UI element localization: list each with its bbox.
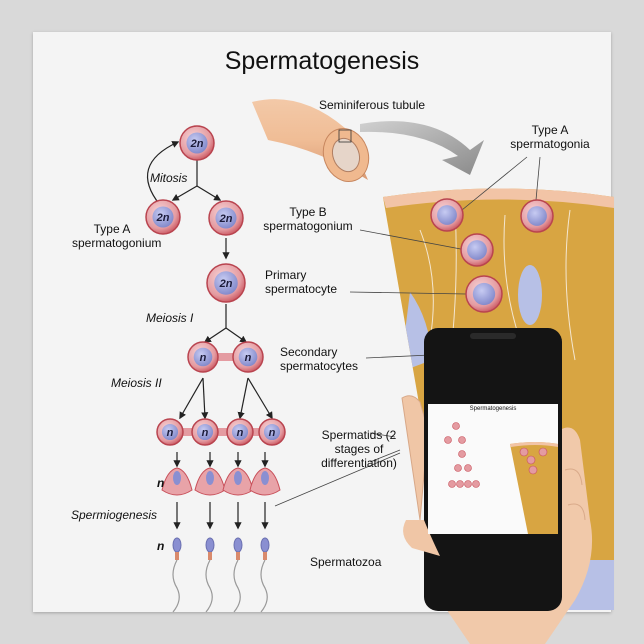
label-spermatozoa: Spermatozoa [310, 555, 382, 569]
mini-cell [464, 480, 472, 488]
phone-screen: Spermatogenesis [428, 404, 558, 534]
spermatid-cell-ploidy: n [202, 427, 209, 439]
mini-cell [456, 480, 464, 488]
mini-cell [444, 436, 452, 444]
spermatozoon-midpiece [175, 552, 179, 560]
spermatid-nucleus [173, 471, 181, 485]
spermatid-cell-ploidy: n [237, 427, 244, 439]
ploidy-label-spermatids: n [157, 476, 165, 490]
zoom-box [338, 129, 352, 143]
spermatid-cell: n [226, 418, 254, 446]
mini-cell [454, 464, 462, 472]
tissue-type-a-cell [520, 199, 554, 233]
spermatid-cell: n [258, 418, 286, 446]
spermatid-cell-ploidy: n [167, 427, 174, 439]
secondary-spermatocyte-cell-ploidy: n [245, 352, 252, 364]
label-type-a-spermatogonia: Type A spermatogonia [510, 123, 590, 151]
spermatid-cell-ploidy: n [269, 427, 276, 439]
label-primary-spermatocyte: Primary spermatocyte [265, 268, 338, 296]
spermatid-cell: n [191, 418, 219, 446]
type-a-stem-cell-ploidy: 2n [190, 138, 204, 150]
mitosis-arrows [146, 141, 273, 420]
seminiferous-tubule [252, 99, 370, 182]
mini-cell [472, 480, 480, 488]
label-seminiferous-tubule: Seminiferous tubule [319, 98, 426, 112]
type-b-precursor-cell: 2n [208, 200, 244, 236]
primary-spermatocyte-cell-ploidy: 2n [219, 278, 233, 290]
spermatozoon-midpiece [236, 552, 240, 560]
type-a-spermatogonium-cell-ploidy: 2n [156, 212, 170, 224]
label-mitosis: Mitosis [150, 171, 188, 185]
spermatozoon-tail [172, 559, 180, 613]
spermatid-nucleus [261, 471, 269, 485]
label-type-a-spermatogonium: Type A spermatogonium [72, 222, 162, 250]
basement-membrane [383, 188, 614, 208]
tubule-cross-section [331, 137, 361, 173]
mini-cell [458, 450, 466, 458]
mini-cell [448, 480, 456, 488]
poster-title: Spermatogenesis [224, 47, 420, 75]
label-spermatids: Spermatids (2 stages of differentiation) [321, 428, 397, 470]
label-secondary-spermatocytes: Secondary spermatocytes [280, 345, 359, 373]
tissue-type-a-cell [430, 198, 464, 232]
mini-cell [452, 422, 460, 430]
secondary-spermatocyte-cell: n [187, 341, 219, 373]
label-meiosis-2: Meiosis II [111, 376, 162, 390]
spermatid-nucleus [234, 471, 242, 485]
spermatozoon-tail [260, 559, 268, 613]
spermatid-cell: n [156, 418, 184, 446]
type-b-precursor-cell-ploidy: 2n [219, 213, 233, 225]
phone-screen-title: Spermatogenesis [469, 406, 517, 412]
label-meiosis-1: Meiosis I [146, 311, 194, 325]
sertoli-nucleus-right [518, 265, 542, 325]
sperm-cells [161, 467, 281, 613]
cytoplasmic-bridge [200, 353, 248, 361]
cell-boundaries [419, 209, 576, 401]
tissue-type-b-cell [460, 233, 494, 267]
type-a-stem-cell: 2n [179, 125, 215, 161]
mini-cell [464, 464, 472, 472]
label-spermiogenesis: Spermiogenesis [71, 508, 158, 522]
spermatozoon-midpiece [208, 552, 212, 560]
spermatid-bridge [170, 428, 275, 436]
cells: 2n 2n 2n 2n n n n n n n [145, 125, 554, 446]
tissue-primary-spermatocyte-cell [465, 275, 503, 313]
spermiogenesis-arrows [173, 452, 269, 530]
leader-lines [274, 156, 541, 507]
finger [403, 520, 440, 556]
magnify-arrow [360, 121, 484, 175]
mini-tissue-cell [526, 455, 536, 465]
mini-tissue-cell [538, 447, 548, 457]
spermatozoon-tail [233, 559, 241, 613]
secondary-spermatocyte-cell: n [232, 341, 264, 373]
type-a-spermatogonium-cell: 2n [145, 199, 181, 235]
primary-spermatocyte-cell: 2n [206, 263, 246, 303]
spermatozoon-midpiece [263, 552, 267, 560]
ploidy-label-spermatozoa: n [157, 539, 165, 553]
mini-tissue-cell [528, 465, 538, 475]
spermatid-nucleus [206, 471, 214, 485]
finger-lines [564, 468, 586, 521]
phone-screen-thumbnail [444, 422, 558, 534]
secondary-spermatocyte-cell-ploidy: n [200, 352, 207, 364]
label-type-b-spermatogonium: Type B spermatogonium [263, 205, 353, 233]
mini-tissue-cell [519, 447, 529, 457]
mini-cell [458, 436, 466, 444]
spermatozoon-tail [205, 559, 213, 613]
phone-speaker [470, 333, 516, 339]
